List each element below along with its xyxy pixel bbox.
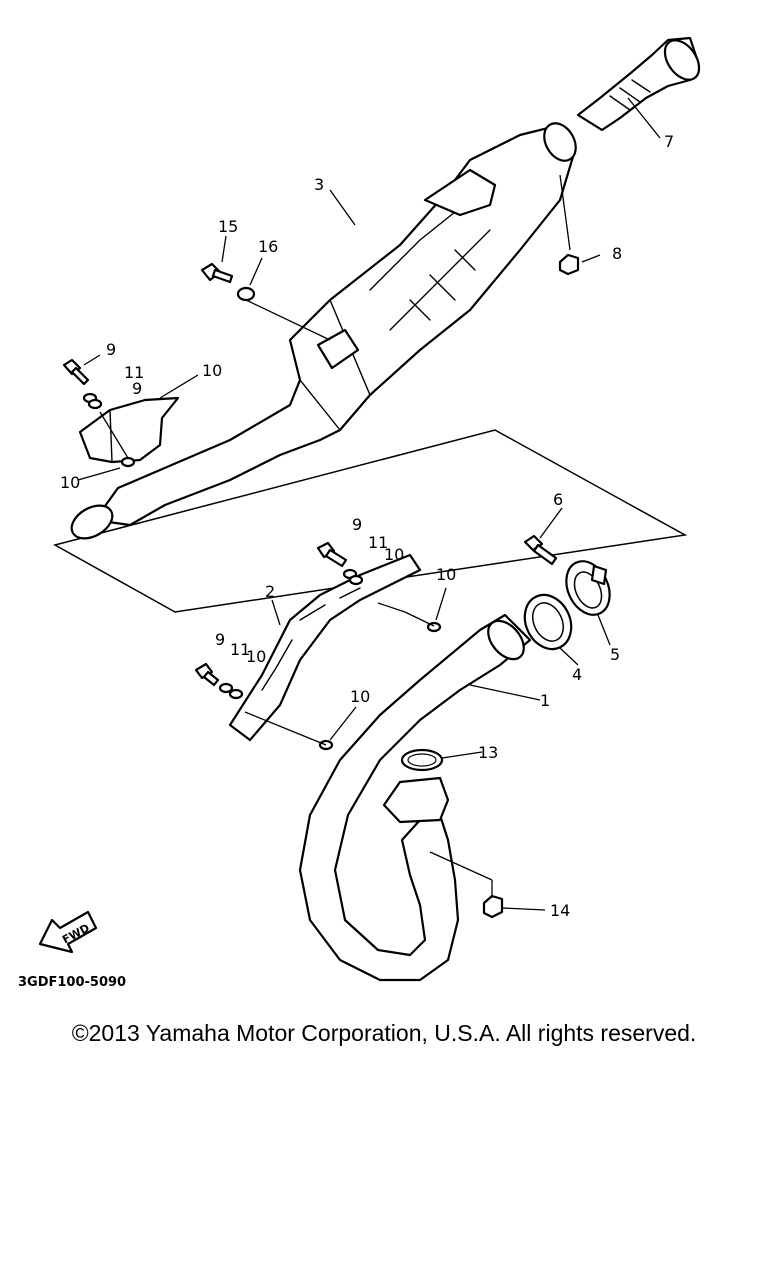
fastener-set-lower bbox=[194, 662, 334, 751]
callout-5: 5 bbox=[610, 645, 620, 664]
callout-11-middle: 11 bbox=[368, 533, 388, 552]
assembly-plane-outline bbox=[53, 429, 688, 613]
callout-2: 2 bbox=[265, 582, 275, 601]
callout-13: 13 bbox=[478, 743, 498, 762]
callout-4: 4 bbox=[572, 665, 582, 684]
callout-7: 7 bbox=[664, 132, 674, 151]
callout-8: 8 bbox=[612, 244, 622, 263]
callout-16: 16 bbox=[258, 237, 278, 256]
part-16-washer bbox=[236, 286, 256, 302]
part-8-nut bbox=[558, 253, 580, 276]
exhaust-flange bbox=[382, 776, 450, 824]
callout-10-bottom: 10 bbox=[350, 687, 370, 706]
part-14-nut bbox=[482, 894, 504, 919]
diagram-code: 3GDF100-5090 bbox=[18, 975, 126, 990]
part-15-bolt bbox=[200, 262, 234, 284]
part-2-bracket bbox=[228, 553, 422, 742]
fwd-arrow-icon: FWD bbox=[38, 910, 98, 954]
callout-12: 10 bbox=[202, 361, 222, 380]
part-12-heat-protector bbox=[78, 396, 180, 464]
callout-11-upper: 11 bbox=[124, 363, 144, 382]
callout-10-lower: 10 bbox=[246, 647, 266, 666]
callout-6: 6 bbox=[553, 490, 563, 509]
callout-14: 14 bbox=[550, 901, 570, 920]
callout-10-upper: 9 bbox=[132, 379, 142, 398]
fastener-set-left bbox=[62, 358, 136, 468]
part-3-muffler bbox=[70, 122, 577, 540]
part-6-bolt bbox=[523, 534, 558, 566]
callout-9-upper: 9 bbox=[106, 340, 116, 359]
callout-9-middle: 9 bbox=[352, 515, 362, 534]
leader-lines bbox=[77, 97, 661, 911]
exhaust-parts-diagram: 7 3 15 16 8 9 11 9 10 10 9 11 10 10 6 2 … bbox=[18, 36, 701, 990]
fastener-set-middle bbox=[316, 541, 442, 633]
callout-10-right: 10 bbox=[436, 565, 456, 584]
callout-11-lower: 11 bbox=[230, 640, 250, 659]
callout-1: 1 bbox=[540, 691, 550, 710]
callout-10-middle: 10 bbox=[384, 545, 404, 564]
callout-9-lower: 9 bbox=[215, 630, 225, 649]
callout-15: 15 bbox=[218, 217, 238, 236]
copyright-notice: ©2013 Yamaha Motor Corporation, U.S.A. A… bbox=[71, 1020, 697, 1046]
callout-3: 3 bbox=[314, 175, 324, 194]
part-7-spark-arrester bbox=[576, 36, 701, 132]
callout-labels: 7 3 15 16 8 9 11 9 10 10 9 11 10 10 6 2 … bbox=[60, 132, 674, 920]
callout-10-left: 10 bbox=[60, 473, 80, 492]
part-5-clamp bbox=[565, 560, 611, 616]
part-4-sleeve bbox=[523, 593, 573, 651]
